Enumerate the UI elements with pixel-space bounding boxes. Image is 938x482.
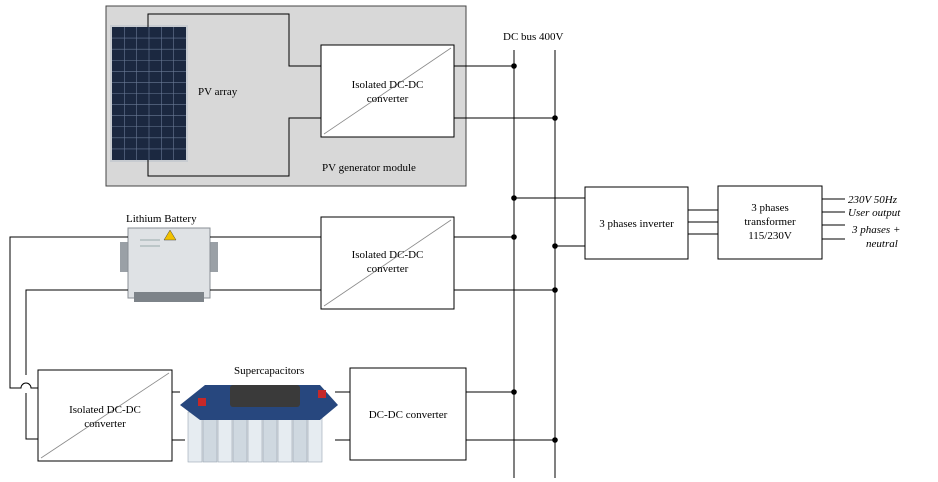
inverter-box [584,186,689,260]
output-label-4: neutral [866,238,898,250]
output-label-1: 230V 50Hz [848,194,898,206]
supercap-iso-converter-label-1: Isolated DC-DC [69,404,141,416]
supercap-wiring [172,391,555,441]
battery-wiring [9,236,555,440]
output-label-2: User output [848,207,901,219]
supercap-label: Supercapacitors [234,365,304,377]
pv-dcdc-converter [320,44,455,138]
output-wiring [822,198,845,240]
supercap-converter-label: DC-DC converter [369,409,448,421]
supercap-iso-converter-label-2: converter [84,418,126,430]
pv-converter-label-1: Isolated DC-DC [352,79,424,91]
pv-array-label: PV array [198,86,238,98]
supercap-icon [180,385,338,463]
battery-label: Lithium Battery [126,213,197,225]
bus-junctions [511,63,558,443]
battery-converter-label-1: Isolated DC-DC [352,249,424,261]
transformer-label-1: 3 phases [751,202,789,214]
transformer-label-2: transformer [744,216,796,228]
transformer-box [717,185,823,260]
transformer-label-3: 115/230V [748,230,792,242]
inverter-wiring [514,197,718,247]
battery-converter-label-2: converter [367,263,409,275]
pv-panel-icon [110,25,188,162]
supercap-iso-dcdc-converter [37,369,173,462]
pv-module-label: PV generator module [322,162,416,174]
battery-icon [120,227,218,302]
dc-bus-label: DC bus 400V [503,31,564,43]
battery-dcdc-converter [320,216,455,310]
pv-wiring [147,13,555,177]
pv-converter-label-2: converter [367,93,409,105]
inverter-label: 3 phases inverter [599,218,674,230]
output-label-3: 3 phases + [851,224,900,236]
supercap-dcdc-converter [349,367,467,461]
